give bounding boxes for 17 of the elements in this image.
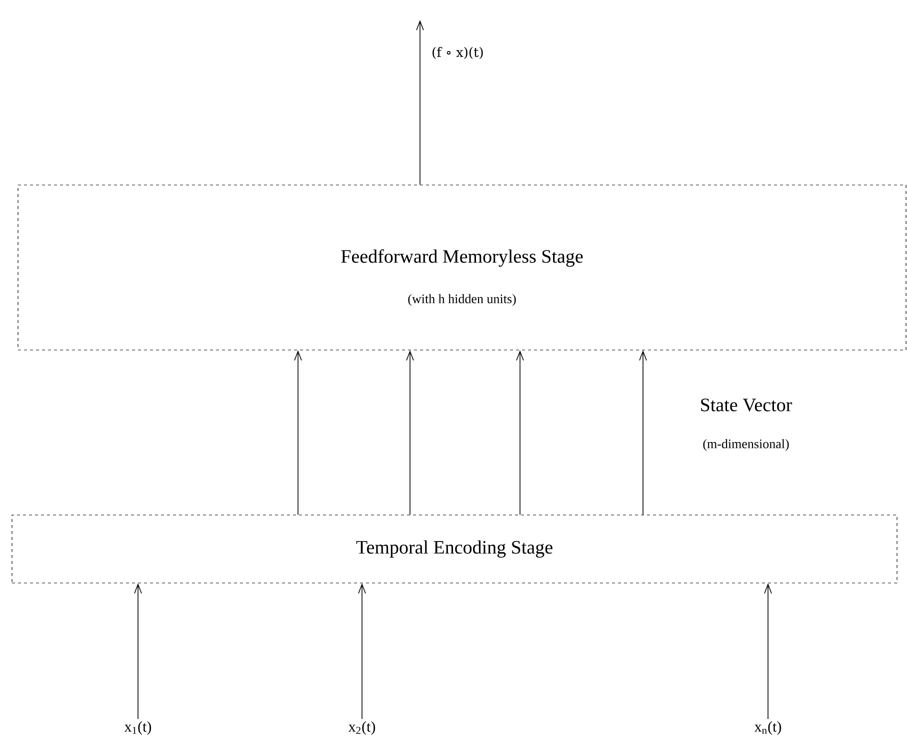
arrow xyxy=(416,20,424,186)
arrow xyxy=(516,350,524,516)
edge-label: (f ∘ x)(t) xyxy=(432,47,483,59)
label-text: State Vector xyxy=(701,398,792,412)
stage-title: Feedforward Memoryless Stage xyxy=(341,249,583,267)
stage-note: (with h hidden units) xyxy=(408,294,516,306)
input-label: x$_{1}$(t) xyxy=(124,721,152,735)
stage-title: Temporal Encoding Stage xyxy=(356,540,552,558)
label-note: (m-dimensional) xyxy=(703,439,789,451)
arrow xyxy=(134,583,142,720)
input-label: x$_{2}$(t) xyxy=(348,721,376,735)
arrow xyxy=(358,583,366,720)
input-label: x$_{n}$(t) xyxy=(754,721,782,735)
arrow xyxy=(639,350,647,516)
arrow xyxy=(294,350,302,516)
arrow xyxy=(764,583,772,720)
arrow xyxy=(406,350,414,516)
